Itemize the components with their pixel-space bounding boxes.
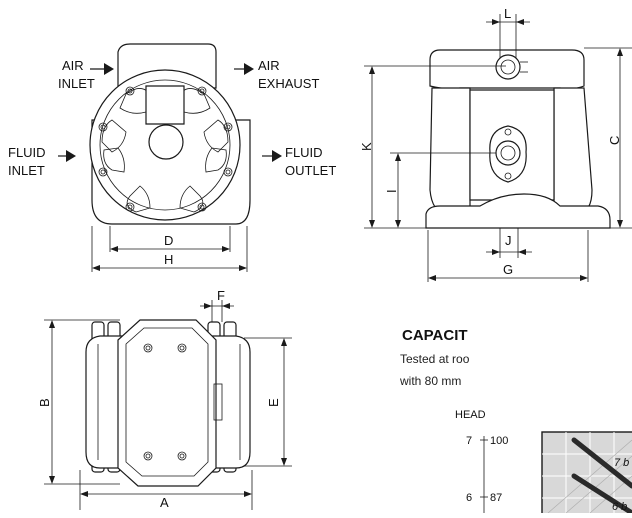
fluid-outlet-label-bottom: OUTLET	[285, 163, 336, 178]
dim-d-label: D	[164, 233, 173, 248]
dimension-k: K	[359, 65, 506, 229]
air-exhaust-label-top: AIR	[258, 58, 280, 73]
dimension-l: L	[486, 6, 530, 58]
tick-right-100: 100	[490, 435, 508, 447]
air-inlet-label-top: AIR	[62, 58, 84, 73]
dim-j-label: J	[505, 233, 512, 248]
dimension-e: E	[244, 337, 292, 467]
dimension-f: F	[200, 288, 234, 322]
dimension-b: B	[37, 319, 120, 485]
front-view: AIR INLET AIR EXHAUST FLUID INLET FLUID …	[8, 43, 336, 272]
dim-i-label: I	[384, 189, 399, 193]
dimension-h: H	[91, 226, 248, 272]
air-inlet-label-bottom: INLET	[58, 76, 95, 91]
dim-c-label: C	[607, 136, 622, 145]
curve-7-bar	[571, 437, 632, 489]
curve-label-7: 7 b	[614, 457, 629, 469]
curve-label-6: 6 b	[612, 501, 627, 513]
dimension-g: G	[427, 230, 589, 282]
dim-k-label: K	[359, 142, 374, 151]
dim-b-label: B	[37, 398, 52, 407]
diaphragm-petals	[101, 88, 229, 213]
head-axis-label: HEAD	[455, 409, 486, 421]
side-right-chamber	[553, 87, 593, 215]
curve-6-bar	[571, 473, 632, 516]
top-bolts	[143, 343, 187, 461]
top-centre-plate	[117, 319, 217, 487]
side-left-chamber	[429, 87, 471, 215]
dim-e-label: E	[266, 398, 281, 407]
centre-hub	[148, 124, 184, 160]
dimension-i: I	[384, 152, 496, 228]
side-fluid-port	[495, 140, 521, 166]
dim-h-label: H	[164, 252, 173, 267]
dimension-c: C	[584, 47, 632, 229]
flow-arrows	[58, 63, 282, 162]
side-air-port	[495, 54, 521, 80]
dim-f-label: F	[217, 288, 225, 303]
body-bolts	[98, 86, 233, 212]
tick-right-87: 87	[490, 492, 502, 504]
top-view: F B E A	[37, 288, 292, 510]
air-exhaust-label-bottom: EXHAUST	[258, 76, 319, 91]
tick-left-6: 6	[466, 492, 472, 504]
dimension-a: A	[79, 470, 253, 510]
centre-spine	[145, 85, 185, 125]
fluid-outlet-label-top: FLUID	[285, 145, 323, 160]
pump-body-inner-ring	[99, 79, 231, 211]
tick-left-7: 7	[466, 435, 472, 447]
capacity-heading: CAPACIT	[402, 327, 468, 344]
capacity-section: CAPACIT Tested at roo with 80 mm HEAD 7 …	[399, 327, 632, 518]
dimension-j: J	[486, 228, 532, 258]
capacity-line-1: Tested at roo	[400, 352, 470, 366]
dimension-d: D	[109, 226, 231, 252]
fluid-inlet-label-bottom: INLET	[8, 163, 45, 178]
fluid-inlet-label-top: FLUID	[8, 145, 46, 160]
dim-l-label: L	[504, 6, 511, 21]
capacity-line-2: with 80 mm	[399, 374, 461, 388]
dim-a-label: A	[160, 495, 169, 510]
side-base	[425, 193, 611, 229]
side-view: L K I C	[359, 6, 632, 282]
dim-g-label: G	[503, 262, 513, 277]
